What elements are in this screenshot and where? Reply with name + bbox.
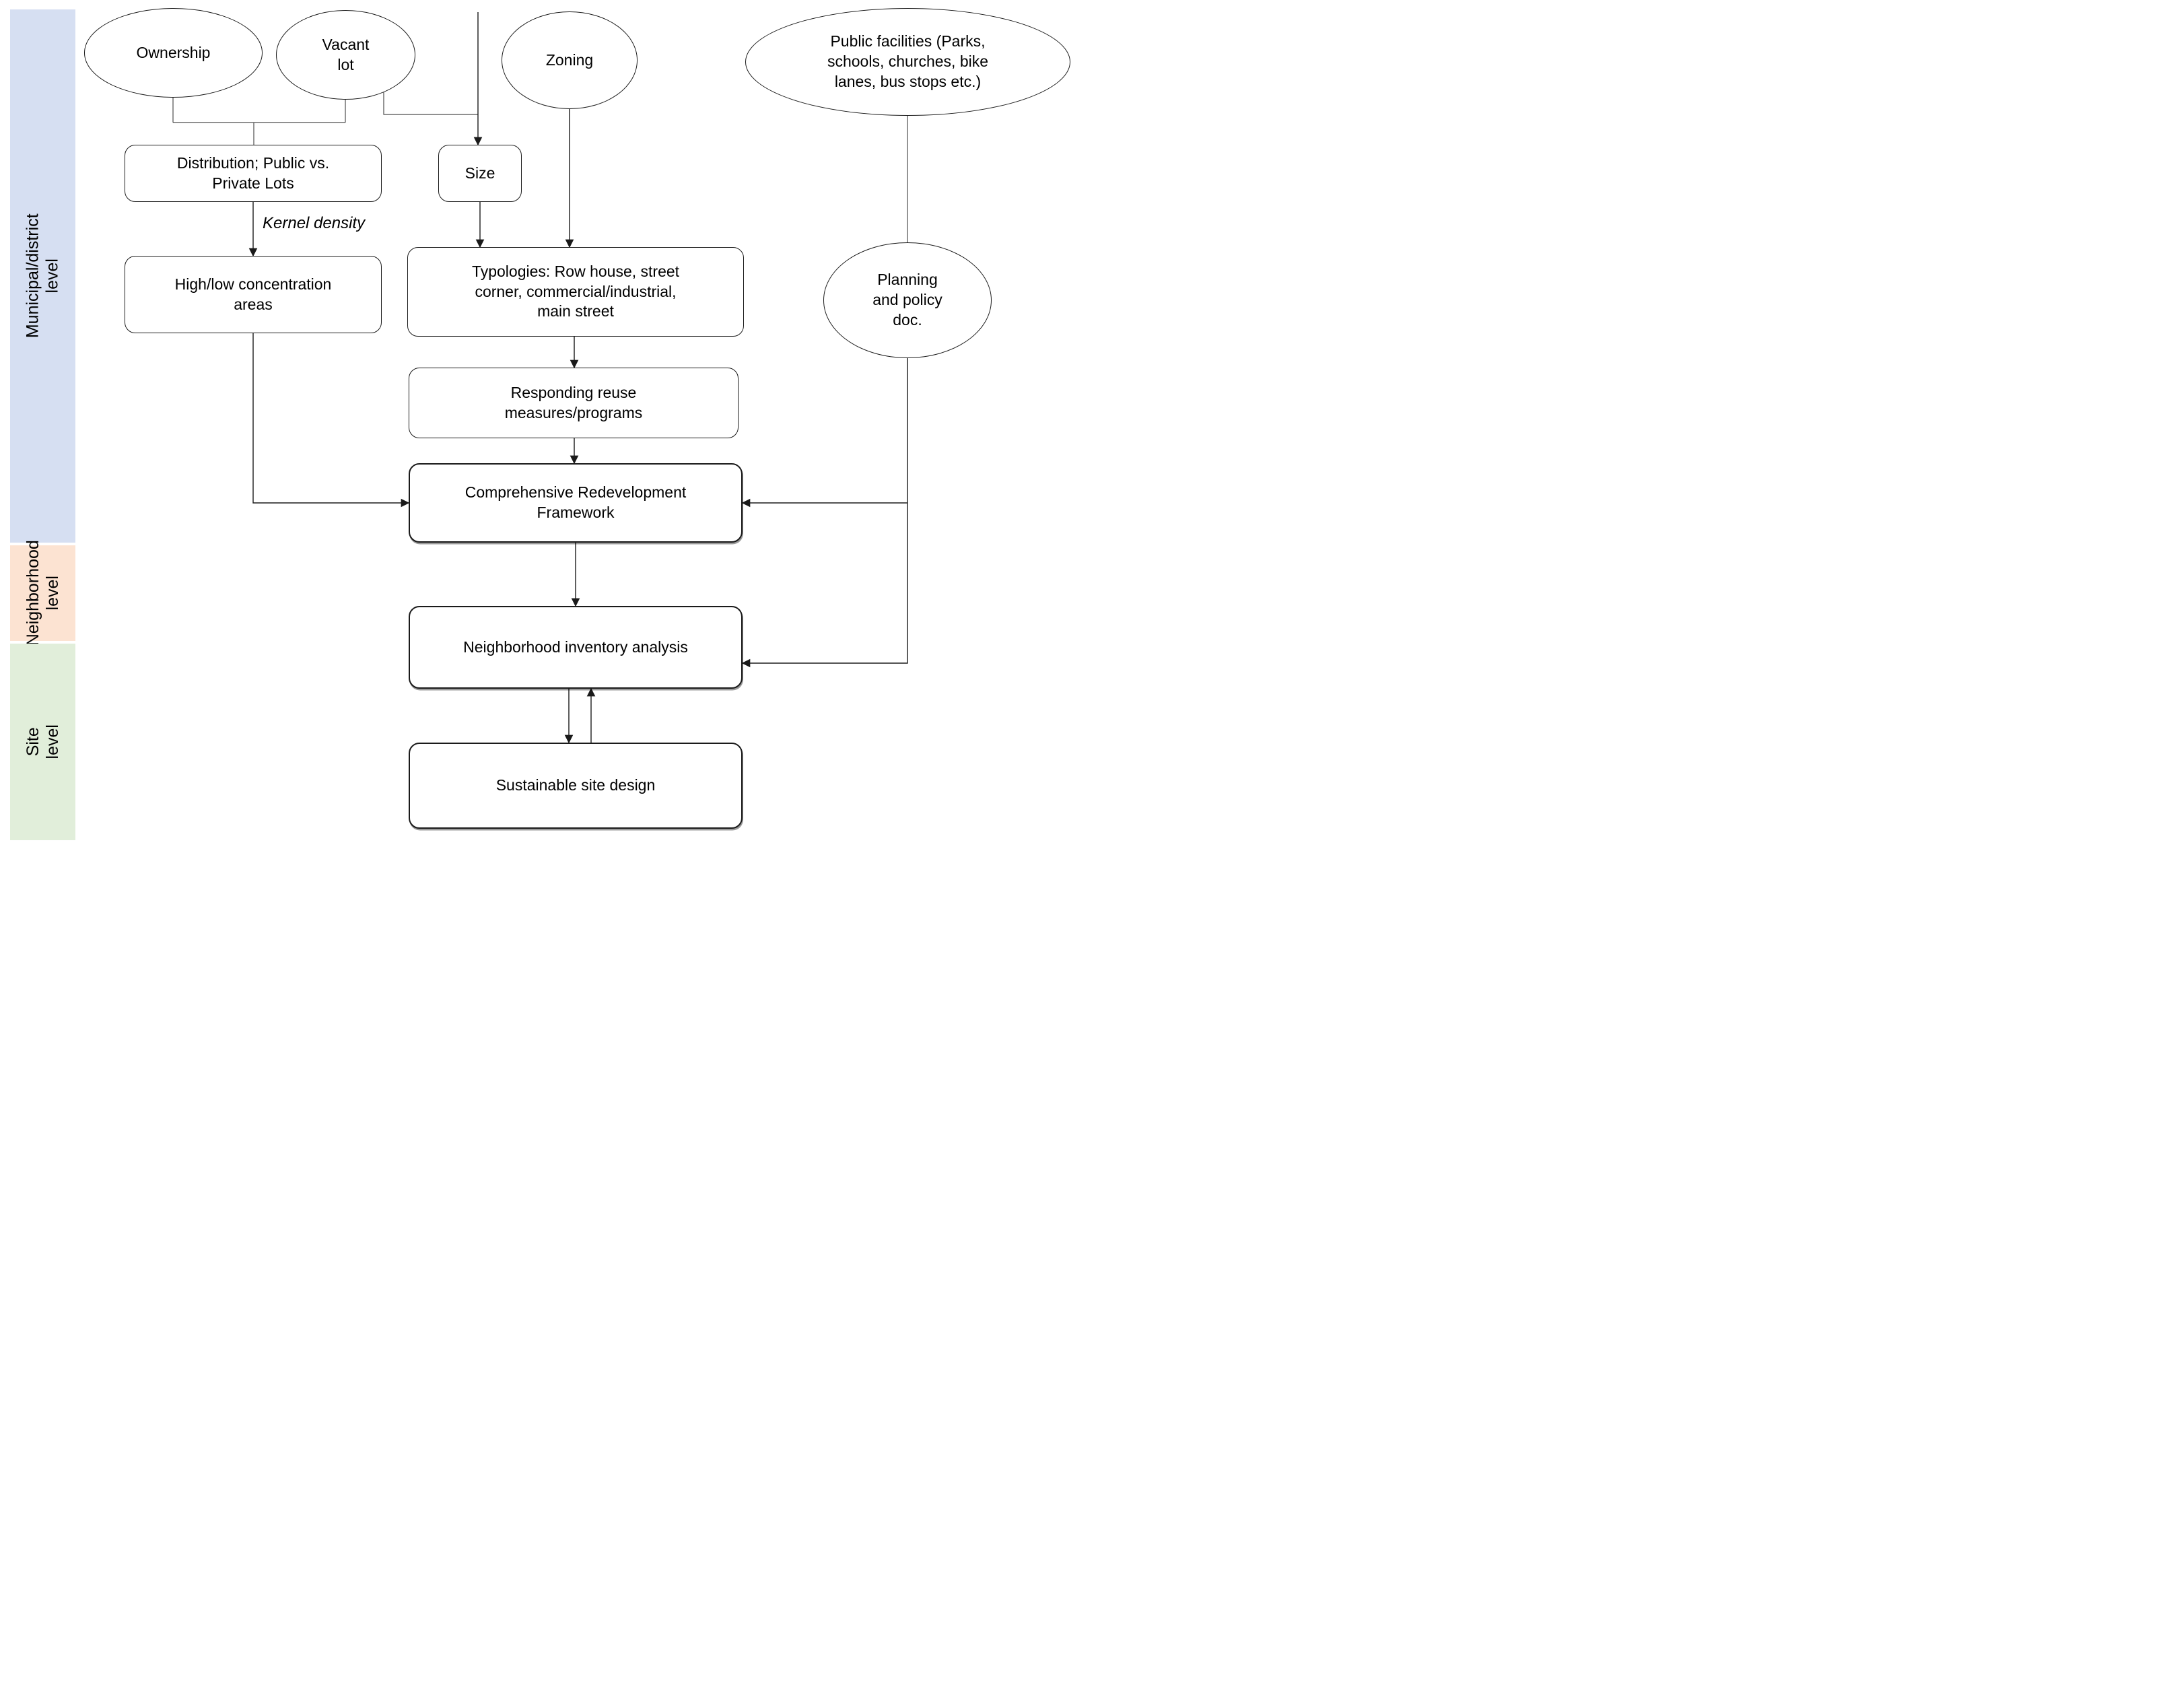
box-neighborhood-inventory-analysis: Neighborhood inventory analysis: [409, 606, 743, 689]
band-neighborhood-level: Neighborhood level: [10, 540, 75, 646]
ellipse-planning-policy-doc: Planning and policy doc.: [823, 242, 992, 358]
ellipse-public-facilities: Public facilities (Parks, schools, churc…: [745, 8, 1070, 116]
flowchart-diagram: Municipal/district level Neighborhood le…: [0, 0, 1081, 854]
ellipse-zoning: Zoning: [502, 11, 638, 109]
band-site-level: Site level: [10, 644, 75, 840]
box-sustainable-site-design: Sustainable site design: [409, 743, 743, 829]
ellipse-vacant-lot: Vacant lot: [276, 10, 415, 100]
ellipse-ownership: Ownership: [84, 8, 263, 98]
edge-highlow-to-crf: [252, 333, 410, 508]
box-comprehensive-redevelopment-framework: Comprehensive Redevelopment Framework: [409, 463, 743, 543]
box-size: Size: [438, 145, 522, 202]
band-municipal-district-level: Municipal/district level: [10, 9, 75, 543]
band-site-label: Site level: [23, 724, 62, 759]
box-high-low-concentration: High/low concentration areas: [125, 256, 382, 333]
band-neighborhood-label: Neighborhood level: [23, 540, 62, 646]
box-distribution-public-private: Distribution; Public vs. Private Lots: [125, 145, 382, 202]
box-typologies: Typologies: Row house, street corner, co…: [407, 247, 744, 337]
box-responding-reuse: Responding reuse measures/programs: [409, 368, 739, 438]
edge-vacant-to-size-elbow: [383, 91, 478, 115]
edge-label-kernel-density: Kernel density: [263, 214, 366, 232]
edge-ownership-vacant-to-distribution: [172, 98, 346, 145]
band-municipal-district-label: Municipal/district level: [23, 213, 62, 339]
edge-planning-to-nia: [741, 358, 908, 668]
